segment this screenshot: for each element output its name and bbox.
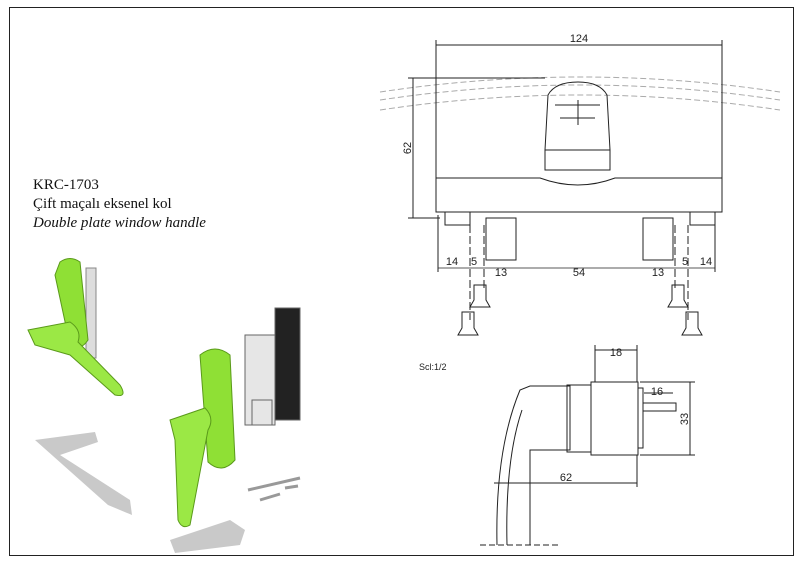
dim-right-gap: 5 [682,256,688,268]
product-title-block: KRC-1703 Çift maçalı eksenel kol Double … [33,176,206,233]
dim-overall-width: 124 [570,33,588,45]
dim-left-plate: 13 [495,267,507,279]
handle-render-2 [169,348,236,528]
product-name-tr: Çift maçalı eksenel kol [33,196,172,212]
front-view [379,40,781,336]
dim-base-depth: 18 [610,347,622,359]
dim-left-edge: 14 [446,256,458,268]
product-code: KRC-1703 [33,177,99,193]
dim-right-plate: 13 [652,267,664,279]
dim-height: 62 [402,142,414,154]
scale-label: Scl:1/2 [419,362,447,372]
dim-base-height: 33 [679,413,691,425]
dim-spindle: 16 [651,386,663,398]
drawing-frame [9,7,794,556]
dim-right-edge: 14 [700,256,712,268]
exploded-parts [244,307,301,502]
dim-reach: 62 [560,472,572,484]
dim-center: 54 [573,267,585,279]
dim-left-gap: 5 [471,256,477,268]
shadow-shapes [35,432,245,553]
side-view [480,345,695,546]
handle-render-1 [27,258,124,396]
product-name-en: Double plate window handle [33,215,206,231]
